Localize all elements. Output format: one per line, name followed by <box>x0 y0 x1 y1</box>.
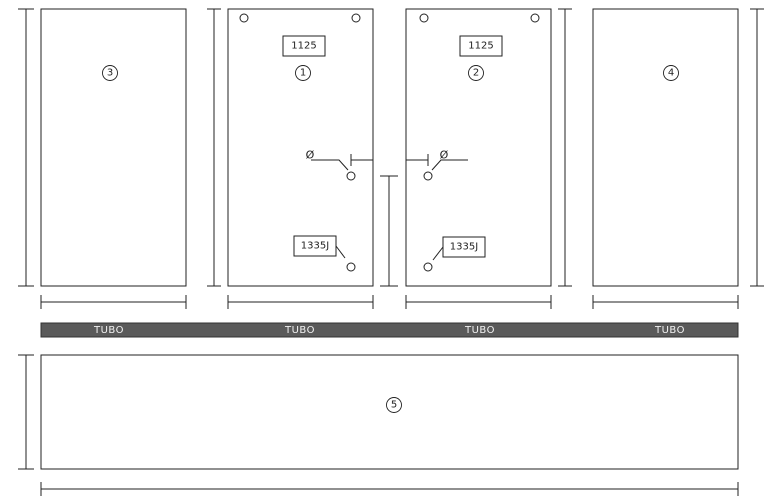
panel-5-number-circle <box>386 397 402 413</box>
panel-1-bottom-label: 1335J <box>301 241 329 252</box>
panel-1-hole-bottom <box>346 262 356 272</box>
panel-3: 3 <box>18 8 187 309</box>
panel-1-top-label-box <box>282 35 326 57</box>
panel-2-number: 2 <box>473 68 479 79</box>
panel-1-hole-top-right <box>351 13 361 23</box>
panel-3-outline <box>40 8 187 287</box>
panel-1-diameter-symbol: Ø <box>306 149 315 162</box>
panel-4-outline <box>592 8 739 287</box>
panel-2-bottom-leader <box>432 246 444 261</box>
panel-1-hole-top-left <box>239 13 249 23</box>
panel-2-hole-middle <box>423 171 433 181</box>
panel-1-bottom-leader <box>335 245 346 259</box>
panel-2-diameter-symbol: Ø <box>440 149 449 162</box>
tube-bar: TUBO TUBO TUBO TUBO <box>40 322 739 338</box>
panel-4-number-circle <box>663 65 679 81</box>
panel-5: 5 <box>18 354 739 496</box>
panel-2-top-label: 1125 <box>468 41 493 52</box>
tube-label-3: TUBO <box>464 325 495 336</box>
panel-1-diameter-leader <box>311 159 349 171</box>
panel-1-top-label: 1125 <box>291 41 316 52</box>
panel-1-number-circle <box>295 65 311 81</box>
panel-2-hole-bottom <box>423 262 433 272</box>
tube-label-4: TUBO <box>654 325 685 336</box>
panel-2-diameter-leader <box>431 159 468 171</box>
panel-2-top-label-box <box>459 35 503 57</box>
panel-2: 1125 2 Ø 1335J <box>405 8 572 309</box>
panel-2-number-circle <box>468 65 484 81</box>
panel-5-outline <box>40 354 739 470</box>
panel-2-hole-top-left <box>419 13 429 23</box>
panel-3-number-circle <box>102 65 118 81</box>
panel-1-number: 1 <box>300 68 306 79</box>
panel-4: 4 <box>592 8 764 309</box>
tube-label-1: TUBO <box>93 325 124 336</box>
panel-1: 1125 1 Ø 1335J <box>207 8 374 309</box>
hole-offset-dimension <box>380 175 398 287</box>
panel-5-number: 5 <box>391 400 397 411</box>
panel-4-number: 4 <box>668 68 674 79</box>
panel-1-hole-middle <box>346 171 356 181</box>
panel-3-number: 3 <box>107 68 113 79</box>
tube-bar-rect <box>40 322 739 338</box>
tube-label-2: TUBO <box>284 325 315 336</box>
panel-2-hole-top-right <box>530 13 540 23</box>
panel-2-bottom-label: 1335J <box>450 242 478 253</box>
